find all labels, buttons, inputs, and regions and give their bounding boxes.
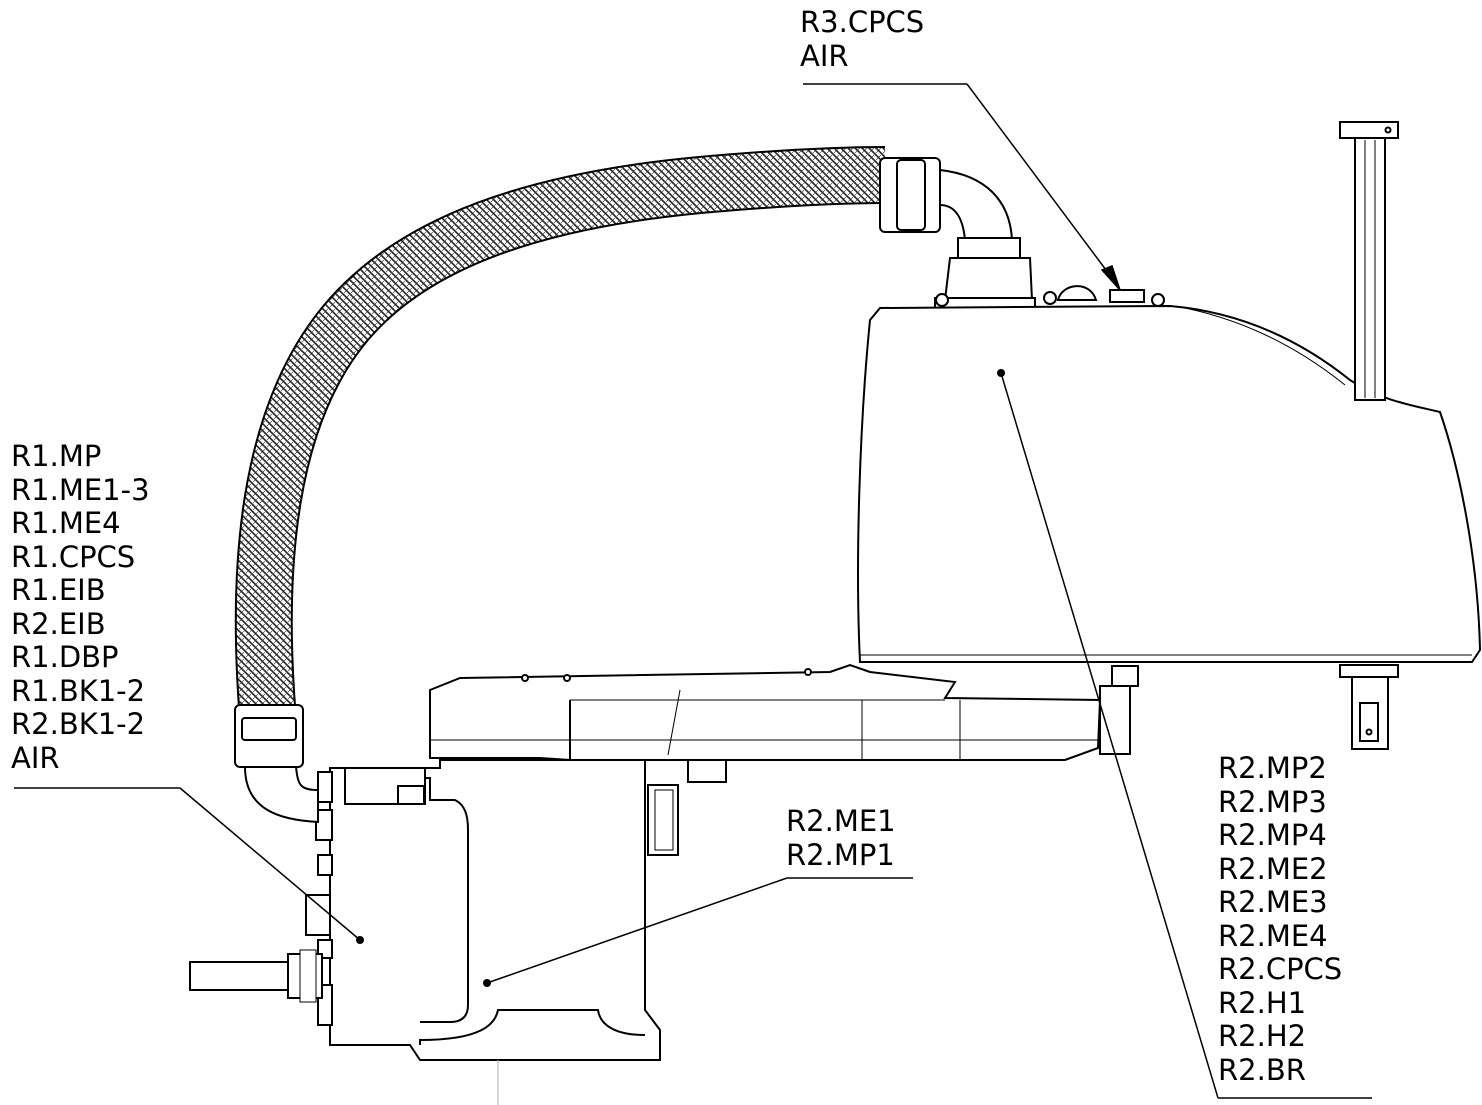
callout-label: R2.H2 (1218, 1019, 1307, 1053)
callout-label: R2.ME4 (1218, 918, 1328, 953)
callout-label: R2.MP2 (1218, 751, 1327, 785)
callout-r1-group: R1.MP R1.ME1-3 R1.ME4 R1.CPCS R1.EIB R2.… (11, 439, 150, 775)
hose-fitting-bottom (234, 704, 319, 824)
callout-label: R2.H1 (1218, 985, 1307, 1020)
hose-fitting-top (879, 157, 1036, 309)
callout-r2-mp-group: R2.MP2 R2.MP3 R2.MP4 R2.ME2 R2.ME3 R2.ME… (1218, 751, 1343, 1087)
callout-label: R2.ME2 (1218, 851, 1328, 886)
upper-arm-housing (857, 304, 1482, 663)
top-fittings (935, 285, 1165, 307)
lower-arm-link (429, 663, 1139, 761)
callout-label: R2.ME1 (786, 804, 896, 838)
callout-label: R1.ME4 (11, 506, 121, 540)
leader-lines (14, 83, 1372, 1099)
callout-label: R1.BK1-2 (11, 673, 146, 708)
callout-label: R1.DBP (11, 640, 119, 674)
callout-r2-me-group: R2.ME1 R2.MP1 (786, 804, 896, 872)
callout-label: R3.CPCS (800, 5, 925, 39)
callout-r3-group: R3.CPCS AIR (800, 5, 925, 73)
callout-label: R2.CPCS (1218, 952, 1343, 986)
callout-label: R2.MP4 (1218, 818, 1327, 852)
base-column (189, 759, 727, 1105)
callout-label: R1.MP (11, 439, 102, 473)
callout-label: R2.MP1 (786, 837, 895, 872)
cable-hose (234, 146, 886, 723)
quill-shaft (1339, 121, 1399, 750)
callout-label: R2.MP3 (1218, 784, 1327, 819)
callout-label: R2.BR (1218, 1052, 1306, 1087)
callout-label: R1.EIB (11, 573, 106, 607)
callout-label: R2.BK1-2 (11, 707, 146, 741)
callout-label: R2.ME3 (1218, 885, 1328, 919)
callout-label: AIR (800, 38, 849, 73)
callout-label: R1.ME1-3 (11, 472, 150, 507)
callout-label: AIR (11, 740, 60, 775)
callout-label: R2.EIB (11, 606, 106, 641)
callout-label: R1.CPCS (11, 539, 136, 574)
leader-dots (356, 369, 1005, 987)
